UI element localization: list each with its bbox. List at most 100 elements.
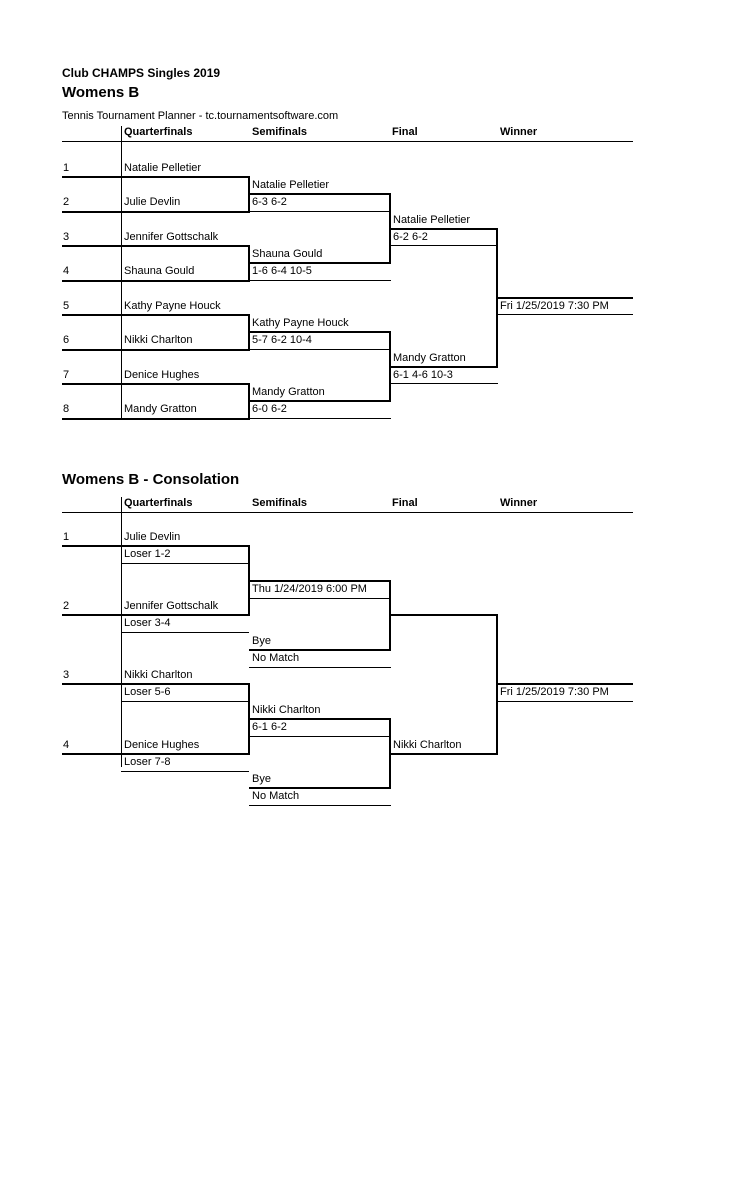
sf-player: Natalie Pelletier <box>252 179 330 191</box>
bracket-line <box>390 614 498 616</box>
bracket-line <box>249 418 391 419</box>
seed-number: 4 <box>63 739 70 751</box>
final-player: Mandy Gratton <box>393 352 466 364</box>
bracket-line <box>62 349 249 351</box>
bracket-line <box>497 701 633 702</box>
qf-player: Nikki Charlton <box>124 669 193 681</box>
sf-player: Bye <box>252 635 271 647</box>
bracket-line <box>62 176 249 178</box>
final-score: 6-1 4-6 10-3 <box>393 369 453 381</box>
bracket-line <box>249 580 391 582</box>
bracket-line <box>249 718 391 720</box>
qf-loser-slot: Loser 5-6 <box>124 686 171 698</box>
qf-player: Natalie Pelletier <box>124 162 202 174</box>
bracket-line <box>390 753 498 755</box>
bracket-line <box>62 211 249 213</box>
final-player: Nikki Charlton <box>393 739 462 751</box>
qf-player: Julie Devlin <box>124 196 181 208</box>
bracket-line <box>62 753 249 755</box>
bracket-line <box>121 771 249 772</box>
bracket-line <box>121 141 122 420</box>
bracket-line <box>390 366 498 368</box>
bracket-line <box>62 280 249 282</box>
final-player: Natalie Pelletier <box>393 214 471 226</box>
seed-number: 3 <box>63 231 70 243</box>
bracket-line <box>249 331 391 333</box>
bracket-line <box>62 383 249 385</box>
column-header-semifinals: Semifinals <box>252 497 308 509</box>
qf-player: Mandy Gratton <box>124 403 197 415</box>
bracket-line <box>390 228 498 230</box>
qf-player: Jennifer Gottschalk <box>124 600 219 612</box>
bracket-line <box>249 280 391 281</box>
sf-player: Bye <box>252 773 271 785</box>
column-header-quarterfinals: Quarterfinals <box>124 497 193 509</box>
bracket-line <box>62 314 249 316</box>
bracket-line <box>390 383 498 384</box>
bracket-line <box>121 563 249 564</box>
qf-player: Julie Devlin <box>124 531 181 543</box>
bracket-line <box>62 245 249 247</box>
sf-score: 6-1 6-2 <box>252 721 287 733</box>
column-header-final: Final <box>392 126 418 138</box>
bracket-line <box>249 805 391 806</box>
sf-player: Thu 1/24/2019 6:00 PM <box>252 583 367 595</box>
qf-loser-slot: Loser 7-8 <box>124 756 171 768</box>
bracket-line <box>249 211 391 212</box>
qf-player: Kathy Payne Houck <box>124 300 221 312</box>
column-header-final: Final <box>392 497 418 509</box>
bracket-line <box>62 545 249 547</box>
bracket-line <box>249 736 391 737</box>
sf-score: 6-3 6-2 <box>252 196 287 208</box>
source-line: Tennis Tournament Planner - tc.tournamen… <box>62 110 339 122</box>
bracket-line <box>497 297 633 299</box>
bracket-line <box>249 667 391 668</box>
qf-player: Denice Hughes <box>124 739 200 751</box>
bracket-line <box>62 683 249 685</box>
sf-player: Mandy Gratton <box>252 386 325 398</box>
bracket-line <box>249 400 391 402</box>
sf-score: 5-7 6-2 10-4 <box>252 334 312 346</box>
seed-number: 1 <box>63 162 70 174</box>
seed-number: 3 <box>63 669 70 681</box>
winner-schedule: Fri 1/25/2019 7:30 PM <box>500 300 609 312</box>
seed-number: 6 <box>63 334 70 346</box>
bracket-line <box>249 193 391 195</box>
seed-number: 8 <box>63 403 70 415</box>
seed-number: 2 <box>63 196 70 208</box>
header-rule <box>62 141 633 142</box>
event-title: Club CHAMPS Singles 2019 <box>62 66 221 80</box>
bracket-line <box>249 787 391 789</box>
qf-loser-slot: Loser 1-2 <box>124 548 171 560</box>
bracket-line <box>249 349 391 350</box>
draw-title: Womens B <box>62 84 140 101</box>
bracket-line <box>249 262 391 264</box>
bracket-line <box>249 598 391 599</box>
header-divider <box>121 126 122 141</box>
sf-player: Shauna Gould <box>252 248 323 260</box>
bracket-line <box>497 683 633 685</box>
sf-score: 6-0 6-2 <box>252 403 287 415</box>
column-header-quarterfinals: Quarterfinals <box>124 126 193 138</box>
sf-score: No Match <box>252 790 300 802</box>
bracket-line <box>62 614 249 616</box>
header-rule <box>62 512 633 513</box>
seed-number: 5 <box>63 300 70 312</box>
sf-score: 1-6 6-4 10-5 <box>252 265 312 277</box>
bracket-line <box>121 632 249 633</box>
column-header-semifinals: Semifinals <box>252 126 308 138</box>
column-header-winner: Winner <box>500 497 538 509</box>
sf-player: Nikki Charlton <box>252 704 321 716</box>
bracket-line <box>249 649 391 651</box>
bracket-line <box>121 701 249 702</box>
seed-number: 4 <box>63 265 70 277</box>
seed-number: 2 <box>63 600 70 612</box>
qf-player: Jennifer Gottschalk <box>124 231 219 243</box>
seed-number: 7 <box>63 369 70 381</box>
qf-player: Shauna Gould <box>124 265 195 277</box>
seed-number: 1 <box>63 531 70 543</box>
final-score: 6-2 6-2 <box>393 231 428 243</box>
bracket-line <box>62 418 249 420</box>
consolation-title: Womens B - Consolation <box>62 471 240 488</box>
qf-loser-slot: Loser 3-4 <box>124 617 171 629</box>
